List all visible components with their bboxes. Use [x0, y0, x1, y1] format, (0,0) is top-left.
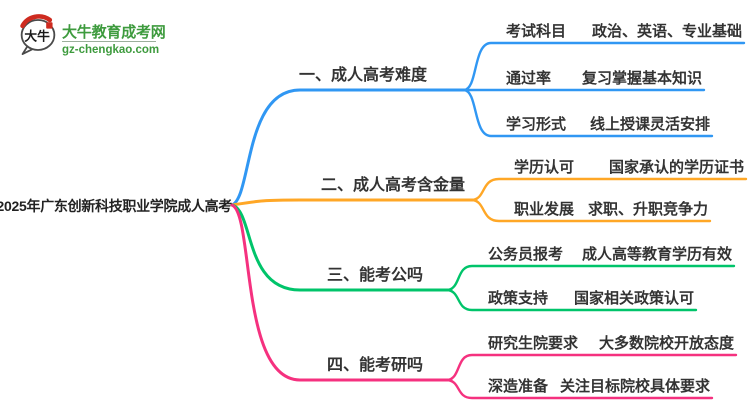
branch-2-trunk-line	[230, 198, 478, 207]
leaf-label: 通过率	[506, 70, 552, 87]
leaf-value: 成人高等教育学历有效	[581, 246, 732, 263]
leaf-node: 学习形式 线上授课灵活安排	[492, 115, 712, 135]
leaf-value: 求职、升职竞争力	[587, 201, 708, 218]
branch-1-trunk-line	[230, 88, 470, 207]
brand-divider	[62, 41, 156, 42]
branch-2-leaf-line	[470, 177, 748, 202]
leaf-node: 考试科目 政治、英语、专业基础	[492, 22, 744, 42]
root-node: 2025年广东创新科技职业学院成人高考	[0, 198, 232, 214]
leaf-node: 政策支持 国家相关政策认可	[474, 289, 696, 309]
branch-3-leaf-line	[445, 264, 736, 292]
leaf-label: 考试科目	[506, 23, 567, 40]
leaf-label: 学习形式	[506, 116, 567, 133]
branch-1-label: 一、成人高考难度	[298, 67, 427, 84]
leaf-value: 国家承认的学历证书	[608, 159, 744, 176]
branch-1-leaf-line	[462, 88, 714, 138]
branch-4-trunk-line	[230, 203, 453, 382]
branch-2-label: 二、成人高考含金量	[320, 177, 465, 194]
branch-4-label: 四、能考研吗	[326, 357, 423, 374]
brand-logo[interactable]: 大牛 大牛教育成考网 gz-chengkao.com	[0, 0, 220, 70]
branch-3-label: 三、能考公吗	[326, 267, 423, 284]
leaf-label: 政策支持	[488, 290, 549, 307]
leaf-value: 政治、英语、专业基础	[591, 23, 742, 40]
branch-1-leaf-line	[462, 41, 746, 92]
leaf-value: 国家相关政策认可	[573, 290, 694, 307]
branch-2-leaf-line	[470, 198, 712, 223]
logo-characters: 大牛	[24, 28, 50, 43]
brand-url[interactable]: gz-chengkao.com	[62, 44, 160, 56]
leaf-node: 职业发展 求职、升职竞争力	[500, 200, 710, 220]
leaf-label: 职业发展	[514, 201, 575, 218]
branch-4-leaf-line	[445, 353, 738, 382]
leaf-node: 研究生院要求 大多数院校开放态度	[474, 334, 736, 354]
leaf-value: 大多数院校开放态度	[598, 335, 734, 352]
branch-4-leaf-line	[445, 378, 714, 400]
branch-3-leaf-line	[445, 288, 698, 312]
branch-3-trunk-line	[230, 203, 453, 292]
leaf-node: 公务员报考 成人高等教育学历有效	[474, 245, 734, 265]
leaf-value: 关注目标院校具体要求	[559, 378, 710, 395]
leaf-label: 公务员报考	[488, 246, 564, 263]
leaf-node: 深造准备 关注目标院校具体要求	[474, 377, 712, 397]
leaf-label: 深造准备	[488, 378, 549, 395]
brand-title: 大牛教育成考网	[62, 24, 166, 41]
leaf-label: 研究生院要求	[488, 335, 579, 352]
leaf-node: 通过率 复习掌握基本知识	[492, 69, 704, 89]
leaf-node: 学历认可 国家承认的学历证书	[500, 158, 746, 178]
leaf-label: 学历认可	[514, 159, 575, 176]
leaf-value: 线上授课灵活安排	[589, 116, 710, 133]
leaf-value: 复习掌握基本知识	[581, 70, 702, 87]
speech-bubble-logo-icon: 大牛	[20, 14, 56, 55]
